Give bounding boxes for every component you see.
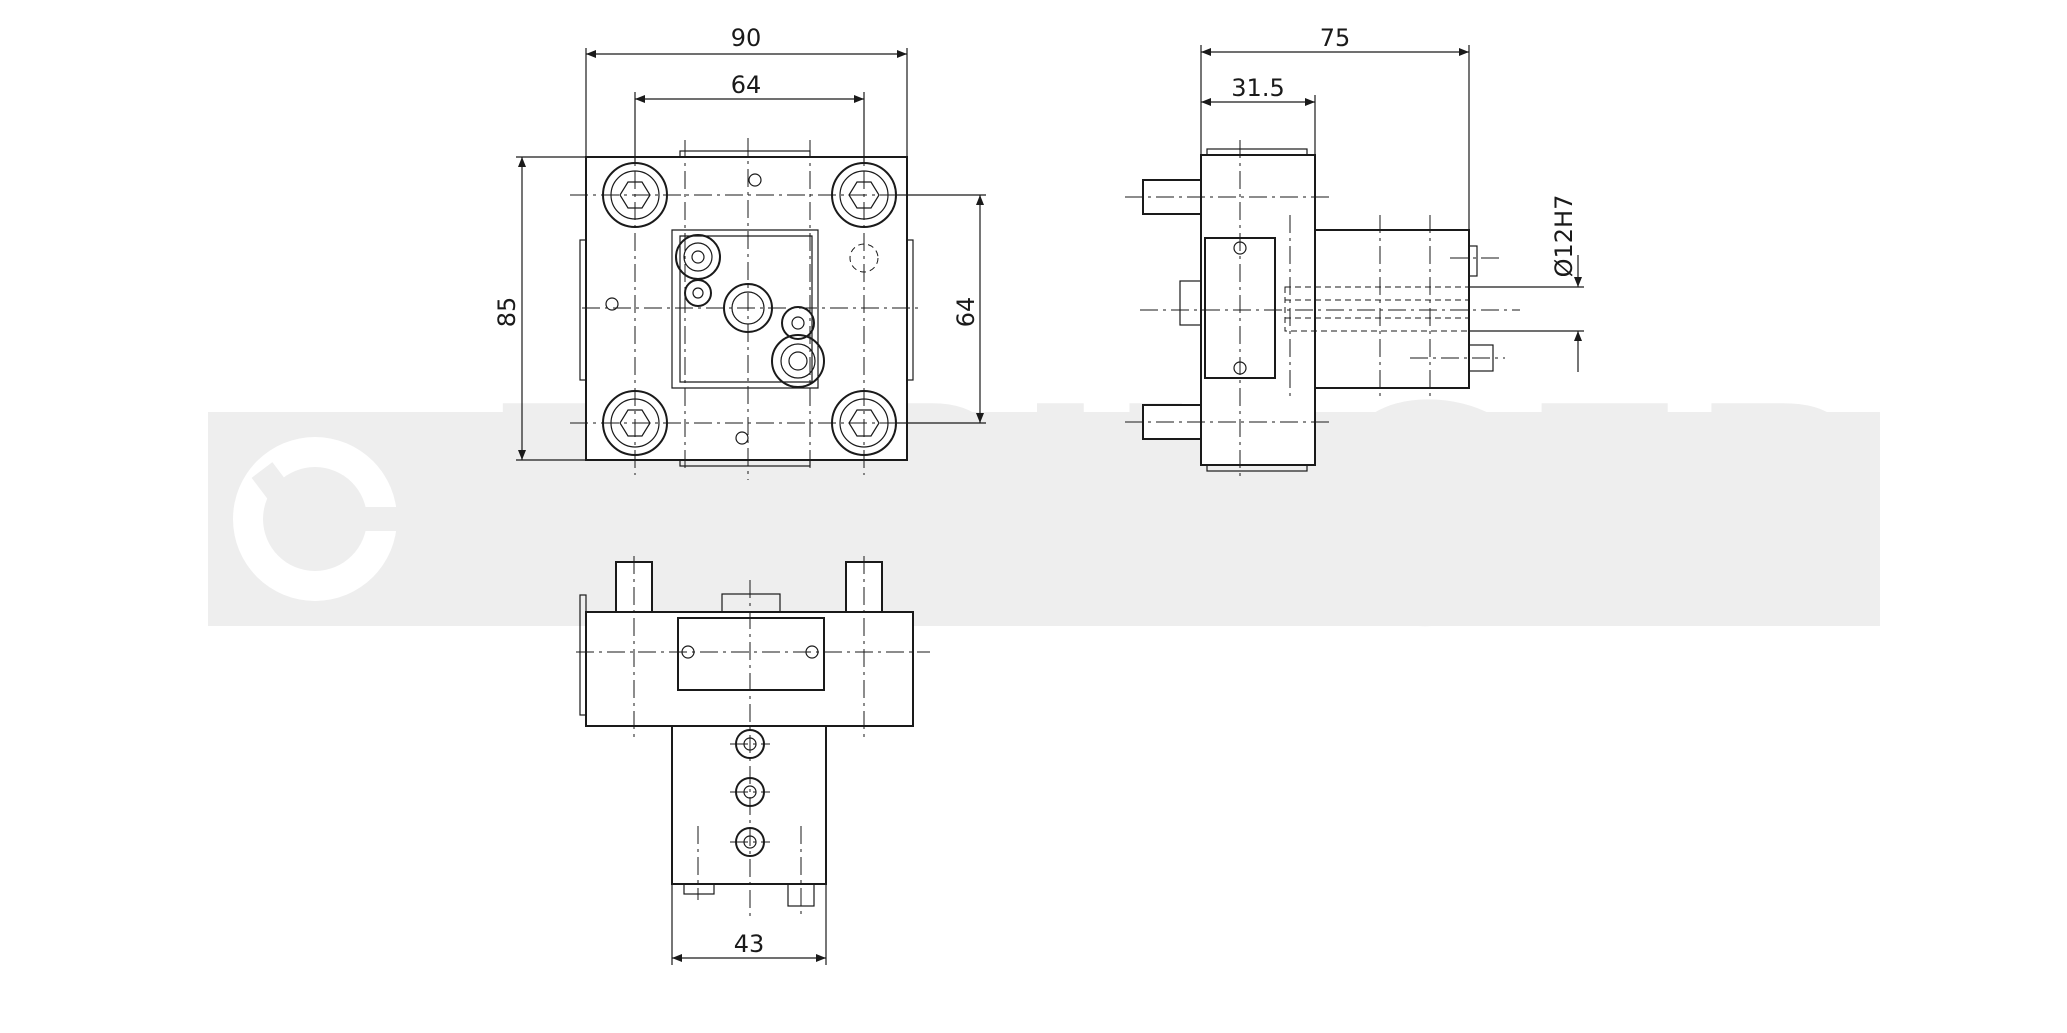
dim-side-bore: Ø12H7: [1550, 195, 1578, 278]
watermark: EPPINGER: [208, 344, 1880, 693]
top-clamp-plate: [677, 617, 825, 691]
eppinger-logo-icon: [208, 412, 422, 626]
dim-front-height-holes: 64: [952, 297, 980, 328]
side-shank-outline: [1314, 229, 1470, 389]
side-view: [1125, 140, 1520, 480]
side-dimensions: 75 31.5 Ø12H7: [1200, 24, 1584, 372]
front-view: [570, 138, 930, 480]
dim-top-width-shank: 43: [734, 930, 765, 958]
front-dimensions: 90 64 85 64: [493, 24, 986, 461]
top-view: [576, 556, 930, 920]
dim-side-length-total: 75: [1320, 24, 1351, 52]
top-dimensions: 43: [671, 884, 827, 965]
watermark-band: [208, 412, 1880, 626]
dim-side-length-body: 31.5: [1231, 74, 1284, 102]
dim-front-width-holes: 64: [731, 71, 762, 99]
dim-front-width-outer: 90: [731, 24, 762, 52]
dim-front-height-outer: 85: [493, 297, 521, 328]
